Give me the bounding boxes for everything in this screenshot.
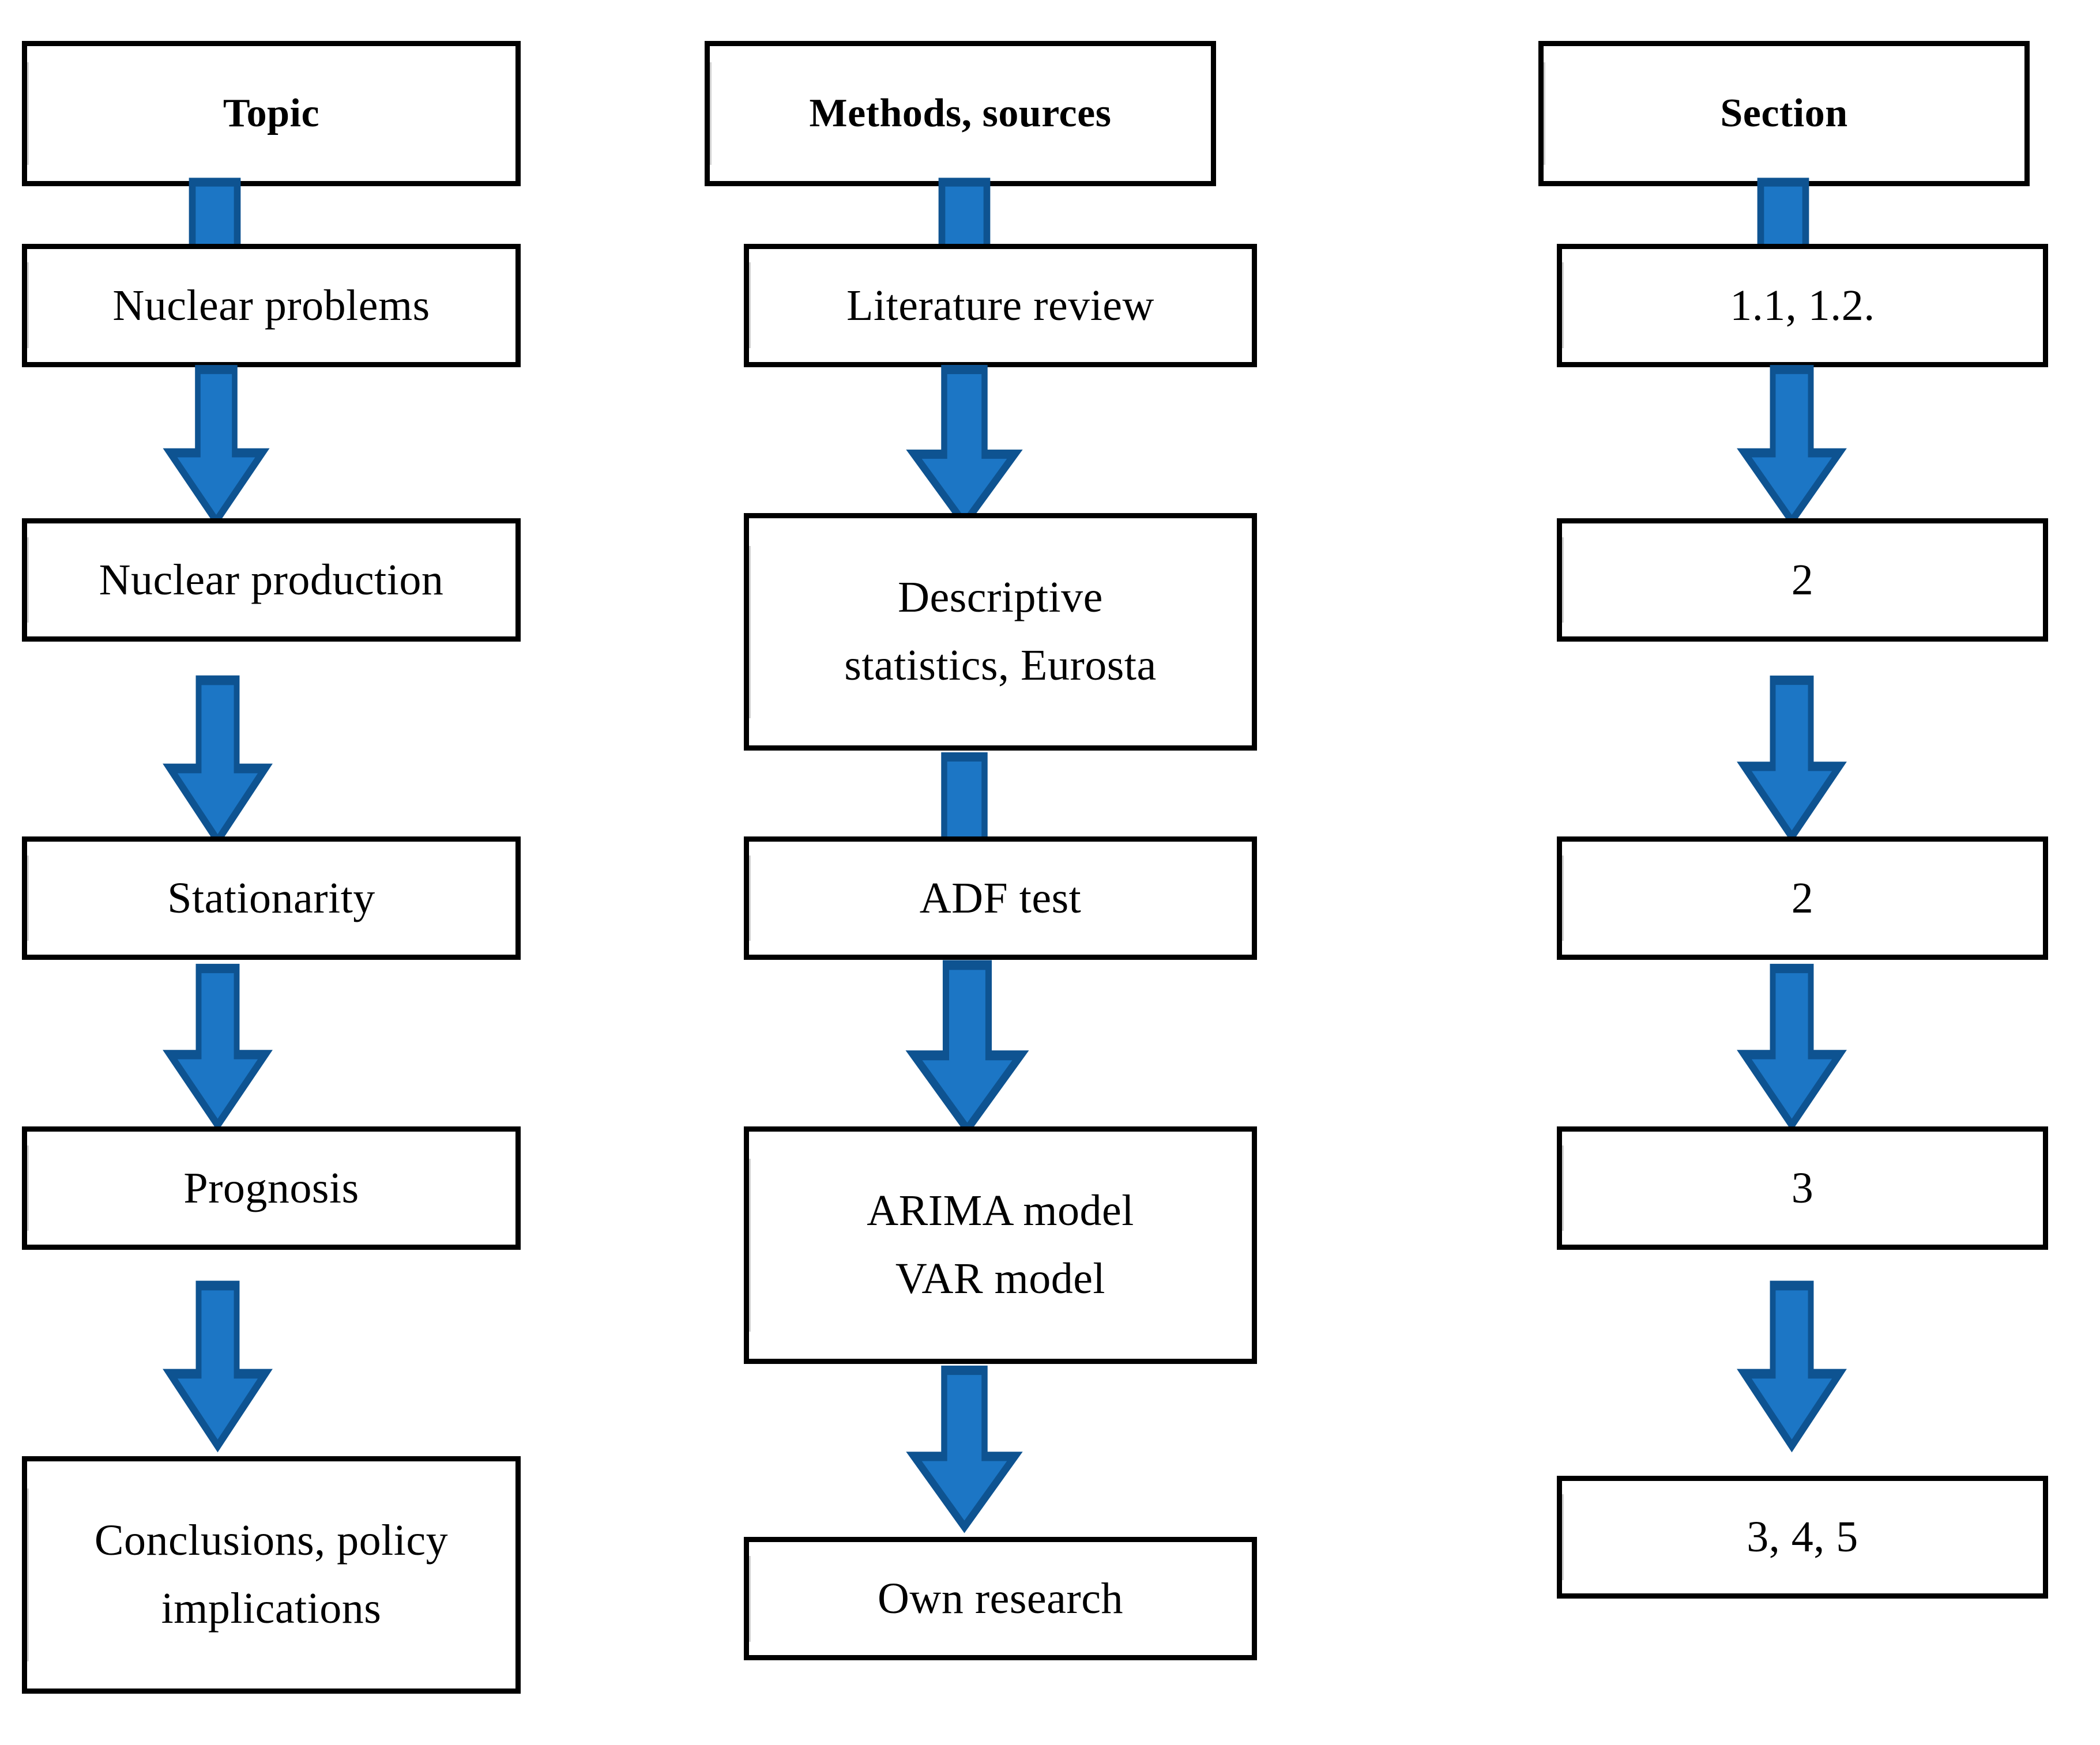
down-arrow-icon [1737,1280,1847,1453]
node-section-5: 3, 4, 5 [1557,1475,2048,1599]
node-section-4-label: 3 [1791,1163,1814,1212]
down-arrow-icon [163,1280,273,1453]
down-arrow-icon [163,964,273,1132]
down-arrow-icon [163,675,273,847]
column-topic-header: Topic [22,41,521,186]
down-arrow-icon [1737,365,1847,527]
node-methods-4: ARIMA model VAR model [744,1126,1257,1364]
node-methods-5: Own research [744,1537,1257,1661]
node-topic-2-label: Nuclear production [99,555,444,604]
node-section-3-label: 2 [1791,873,1814,922]
down-arrow-icon [163,365,270,527]
node-topic-1-label: Nuclear problems [112,281,430,330]
down-arrow-icon [905,960,1029,1136]
node-methods-2: Descriptive statistics, Eurosta [744,513,1257,751]
down-arrow-icon [1737,675,1847,843]
column-topic-header-label: Topic [223,91,320,136]
node-topic-1: Nuclear problems [22,243,521,367]
node-topic-4: Prognosis [22,1126,521,1250]
node-section-1: 1.1, 1.2. [1557,243,2048,367]
node-topic-3-label: Stationarity [167,873,375,922]
down-arrow-icon [1737,964,1847,1132]
node-topic-4-label: Prognosis [183,1163,359,1212]
node-topic-3: Stationarity [22,836,521,960]
node-topic-5: Conclusions, policy implications [22,1456,521,1694]
node-methods-3-label: ADF test [919,873,1082,922]
node-methods-1-label: Literature review [846,281,1154,330]
node-section-2-label: 2 [1791,555,1814,604]
node-methods-4-label: ARIMA model VAR model [867,1186,1134,1303]
node-section-3: 2 [1557,836,2048,960]
column-methods-header: Methods, sources [705,41,1216,186]
node-methods-3: ADF test [744,836,1257,960]
node-topic-5-label: Conclusions, policy implications [94,1516,449,1633]
column-section-header-label: Section [1720,91,1848,136]
node-methods-1: Literature review [744,243,1257,367]
node-section-2: 2 [1557,518,2048,642]
node-section-4: 3 [1557,1126,2048,1250]
node-methods-2-label: Descriptive statistics, Eurosta [844,573,1157,690]
column-methods-header-label: Methods, sources [809,91,1112,136]
node-topic-2: Nuclear production [22,518,521,642]
down-arrow-icon [906,364,1023,530]
down-arrow-icon [906,1365,1023,1533]
column-section-header: Section [1538,41,2030,186]
node-section-5-label: 3, 4, 5 [1747,1513,1858,1562]
node-methods-5-label: Own research [878,1574,1123,1623]
node-section-1-label: 1.1, 1.2. [1730,281,1875,330]
